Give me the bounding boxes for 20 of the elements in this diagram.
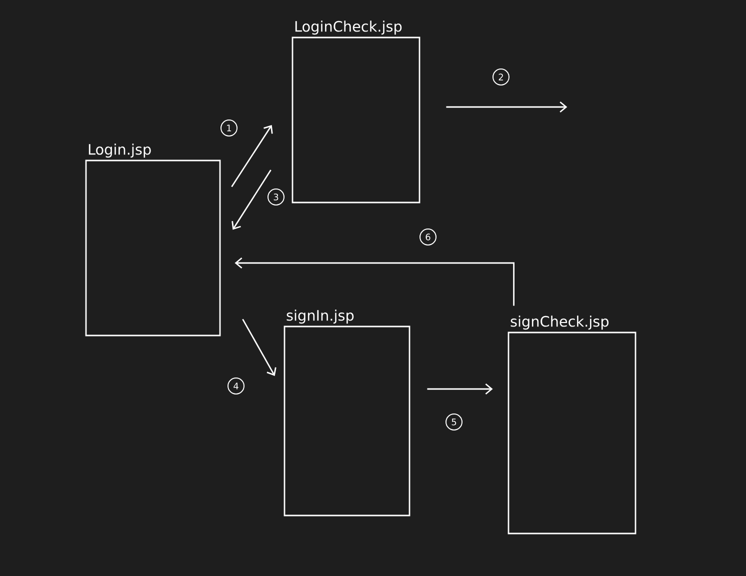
node-label: signIn.jsp <box>286 310 354 324</box>
node-label: LoginCheck.jsp <box>295 20 402 35</box>
circled-number: 5 <box>446 414 462 430</box>
page-box: Login.jsp <box>85 144 221 336</box>
arrow <box>427 383 493 395</box>
circled-number: 4 <box>228 378 244 394</box>
arrow <box>232 170 272 230</box>
arrow <box>242 318 276 376</box>
node-label: Login.jsp <box>88 144 151 158</box>
circled-number: 6 <box>420 228 436 246</box>
page-box: signCheck.jsp <box>508 316 636 534</box>
page-box: signIn.jsp <box>284 310 410 516</box>
node-label: signCheck.jsp <box>510 316 609 330</box>
circled-number: 3 <box>268 188 284 206</box>
arrow <box>231 125 273 188</box>
page-box: LoginCheck.jsp <box>292 20 420 204</box>
circled-number: 1 <box>220 120 238 136</box>
arrow <box>446 101 568 113</box>
circled-number: 2 <box>492 68 510 86</box>
arrow <box>234 257 514 306</box>
